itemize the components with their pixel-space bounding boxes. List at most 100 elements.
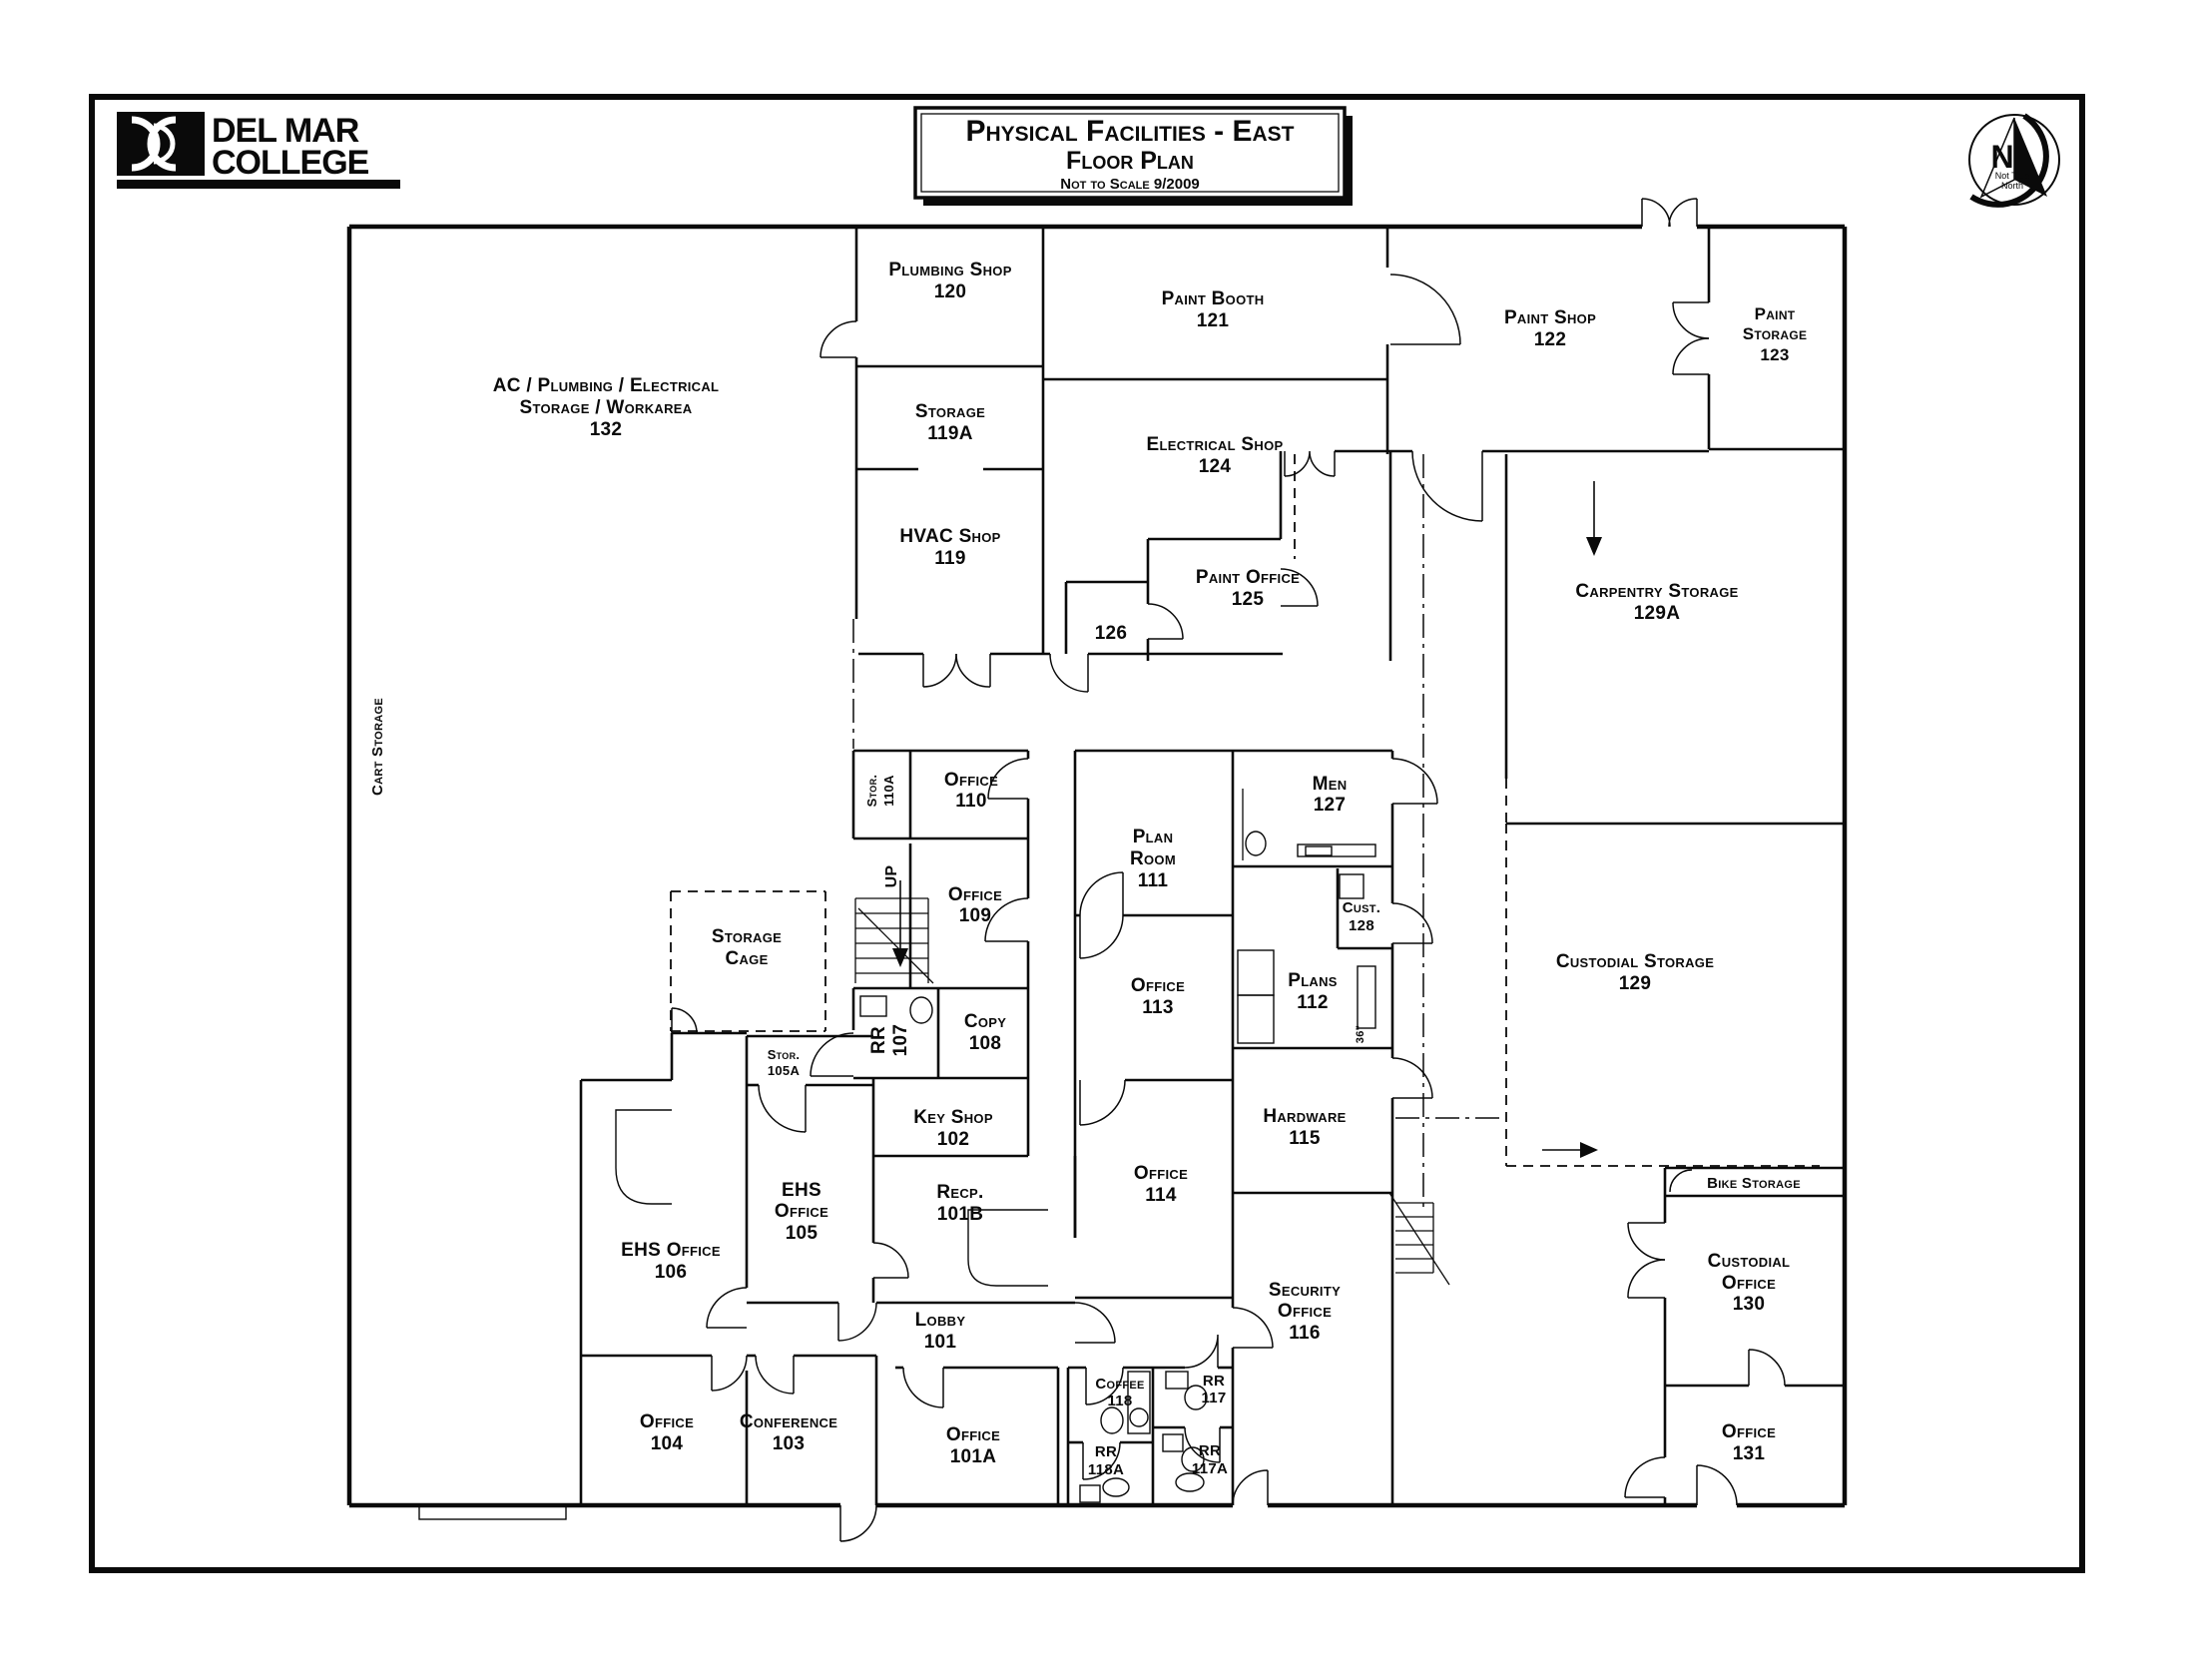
room-label-114: Office xyxy=(1134,1163,1188,1184)
door-swing xyxy=(955,653,991,688)
door-swing xyxy=(706,1287,748,1329)
room-label-122: 122 xyxy=(1534,329,1567,350)
door-swing xyxy=(1184,1334,1219,1369)
drawing-frame xyxy=(89,94,2085,1573)
room-label-106: EHS Office xyxy=(621,1240,721,1261)
room-label-128: Cust. xyxy=(1343,899,1381,916)
room-label-116: Security xyxy=(1269,1280,1341,1301)
direction-arrow-head xyxy=(892,948,908,967)
room-label-109: 109 xyxy=(959,905,992,926)
room-label-101B: 101B xyxy=(937,1204,984,1225)
door-swing xyxy=(1284,450,1336,477)
fixture-ellipse xyxy=(909,996,933,1024)
compass-n: N xyxy=(1990,139,2013,175)
door-swing xyxy=(1411,450,1483,522)
door-swing xyxy=(1049,653,1089,693)
door-swing xyxy=(984,897,1029,942)
fixtures-layer xyxy=(418,481,1602,1520)
room-label-112: 112 xyxy=(1297,992,1329,1013)
drawing-subtitle: Floor Plan xyxy=(1066,147,1194,175)
room-label-132: Storage / Workarea xyxy=(520,397,693,418)
room-label-110A: 110A xyxy=(881,775,896,807)
room-label-104: 104 xyxy=(651,1433,684,1454)
room-label-131: Office xyxy=(1722,1421,1776,1442)
door-swing xyxy=(872,1242,909,1279)
door-swing xyxy=(1391,1057,1433,1099)
room-label-113: Office xyxy=(1131,975,1185,996)
fixture-rect xyxy=(1165,1371,1189,1390)
room-label-129: Custodial Storage xyxy=(1556,951,1714,972)
door-swing xyxy=(1672,337,1710,375)
room-label-123: Storage xyxy=(1743,324,1808,343)
door-swing xyxy=(1232,1469,1269,1506)
room-label-110A: Stor. xyxy=(864,775,879,808)
stair-detail-line xyxy=(1388,1192,1450,1286)
compass-caption2: North xyxy=(2001,181,2023,191)
room-label-123: 123 xyxy=(1760,345,1789,364)
north-arrow-compass: N Not True North xyxy=(1968,113,2060,208)
compass-caption1: Not True xyxy=(1995,171,2030,181)
room-label-storage-cage: Storage xyxy=(712,926,782,947)
room-label-113: 113 xyxy=(1142,997,1174,1018)
fixture-rect xyxy=(418,1504,567,1520)
room-label-101A: 101A xyxy=(950,1446,997,1467)
room-label-size-36: 36" xyxy=(1355,1025,1366,1043)
room-label-117A: RR xyxy=(1199,1442,1221,1459)
room-label-112: Plans xyxy=(1288,970,1338,991)
room-label-117: RR xyxy=(1203,1373,1225,1390)
room-label-127: Men xyxy=(1313,774,1348,795)
room-label-cart-storage: Cart Storage xyxy=(369,698,386,796)
room-label-105A: Stor. xyxy=(768,1047,801,1062)
direction-arrow-head xyxy=(1580,1142,1598,1158)
room-label-bike-storage: Bike Storage xyxy=(1707,1175,1801,1192)
del-mar-college-logo: DEL MAR COLLEGE xyxy=(117,112,400,189)
logo-underline xyxy=(117,180,400,189)
room-label-130: 130 xyxy=(1733,1294,1766,1315)
room-label-108: 108 xyxy=(969,1033,1002,1054)
fixture-rect xyxy=(1079,1484,1101,1503)
fixture-ellipse xyxy=(1102,1477,1130,1497)
room-label-123: Paint xyxy=(1755,304,1796,323)
fixture-rect xyxy=(1162,1433,1184,1452)
door-swing xyxy=(1624,1456,1666,1498)
door-swing xyxy=(1389,274,1461,345)
door-swing xyxy=(1696,1464,1738,1506)
fixture-path xyxy=(615,1109,672,1205)
room-label-105: 105 xyxy=(786,1223,819,1244)
fixture-rect xyxy=(1305,845,1333,856)
room-label-110: Office xyxy=(944,770,998,791)
fixture-rect xyxy=(1237,949,1275,996)
door-swing xyxy=(902,1367,944,1408)
fixture-ellipse xyxy=(1181,1446,1205,1472)
direction-arrow-head xyxy=(1586,537,1602,556)
door-swing xyxy=(755,1355,795,1395)
door-swing xyxy=(1391,902,1433,944)
room-label-124: Electrical Shop xyxy=(1147,434,1284,455)
door-swing xyxy=(1147,603,1184,640)
room-label-103: Conference xyxy=(740,1411,837,1432)
room-label-132: 132 xyxy=(590,419,623,440)
room-label-105A: 105A xyxy=(768,1063,801,1078)
room-label-131: 131 xyxy=(1733,1443,1766,1464)
room-label-129A: Carpentry Storage xyxy=(1575,581,1738,602)
room-label-116: Office xyxy=(1278,1301,1332,1322)
room-label-125: 125 xyxy=(1232,589,1265,610)
door-swing xyxy=(1748,1349,1786,1387)
fixture-ellipse xyxy=(1175,1472,1205,1492)
door-swing xyxy=(1085,1367,1124,1405)
door-swing xyxy=(1079,914,1124,959)
title-block: Physical Facilities - East Floor Plan No… xyxy=(913,106,1353,206)
door-swing xyxy=(837,1302,877,1342)
needle-fill xyxy=(2014,118,2047,197)
door-swing xyxy=(810,1032,854,1077)
room-label-107: 107 xyxy=(890,1024,911,1057)
room-label-117A: 117A xyxy=(1192,1460,1228,1477)
logo-line2: COLLEGE xyxy=(212,144,369,182)
room-label-126: 126 xyxy=(1095,623,1128,644)
drawing-scale-note: Not to Scale 9/2009 xyxy=(1060,176,1200,193)
room-label-115: Hardware xyxy=(1263,1106,1346,1127)
door-swing xyxy=(1082,1441,1121,1480)
fixture-ellipse xyxy=(1129,1407,1149,1427)
room-label-101B: Recp. xyxy=(936,1182,983,1203)
